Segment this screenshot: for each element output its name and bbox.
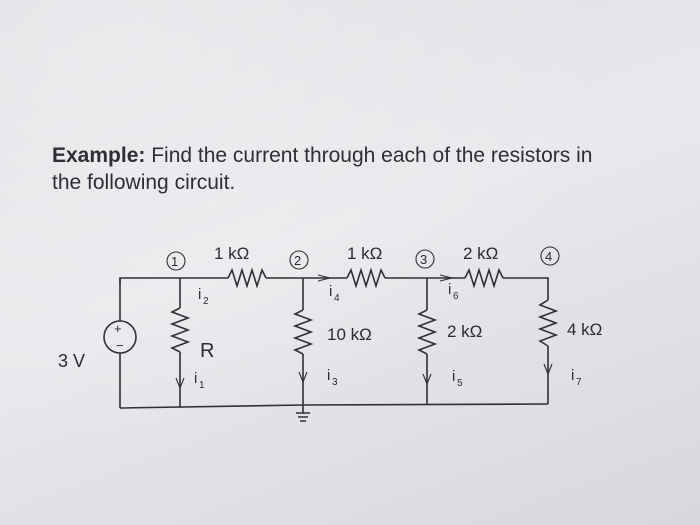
bottom-wire bbox=[119, 403, 549, 409]
current-i7-label: i 7 bbox=[571, 367, 582, 388]
resistor-series-3 bbox=[464, 267, 504, 289]
svg-text:i: i bbox=[329, 283, 332, 300]
current-i3-label: i 3 bbox=[327, 367, 338, 388]
arrow-i4-icon bbox=[317, 274, 331, 282]
current-i4-label: i 4 bbox=[329, 283, 340, 304]
node-1-marker: 1 bbox=[166, 251, 186, 271]
problem-text-1: Find the current through each of the res… bbox=[151, 144, 593, 167]
source-plus: + bbox=[114, 321, 122, 336]
resistor-shunt-4k bbox=[537, 299, 559, 347]
node-4-label: 4 bbox=[545, 249, 552, 264]
arrow-i7-icon bbox=[543, 363, 553, 376]
resistor-shunt-r bbox=[169, 307, 191, 353]
svg-text:i: i bbox=[194, 370, 197, 387]
resistor-series-2 bbox=[346, 267, 386, 289]
top-wire-left bbox=[119, 277, 228, 282]
resistor-4k-label: 4 kΩ bbox=[567, 320, 602, 339]
svg-text:7: 7 bbox=[576, 377, 582, 388]
resistor-series-1 bbox=[227, 267, 267, 289]
arrow-i3-icon bbox=[298, 371, 308, 384]
svg-text:1: 1 bbox=[199, 380, 205, 391]
current-i5-label: i 5 bbox=[452, 368, 463, 389]
svg-text:3: 3 bbox=[332, 377, 338, 388]
svg-text:i: i bbox=[571, 367, 574, 384]
ground-icon bbox=[296, 412, 310, 422]
svg-text:i: i bbox=[327, 367, 330, 384]
problem-statement: Example: Find the current through each o… bbox=[52, 142, 672, 196]
resistor-shunt-10k bbox=[292, 309, 314, 355]
resistor-series-3-label: 2 kΩ bbox=[463, 244, 498, 263]
resistor-10k-label: 10 kΩ bbox=[327, 325, 372, 344]
arrow-i5-icon bbox=[422, 373, 432, 386]
svg-text:i: i bbox=[448, 281, 451, 298]
node-3-label: 3 bbox=[420, 252, 427, 267]
node-4-marker: 4 bbox=[540, 246, 560, 266]
current-i1-label: i 1 bbox=[194, 370, 205, 391]
source-minus: − bbox=[116, 338, 124, 353]
current-i6-label: i 6 bbox=[448, 281, 459, 302]
arrow-i6-icon bbox=[439, 274, 453, 282]
svg-text:2: 2 bbox=[203, 296, 209, 307]
resistor-r-label: R bbox=[200, 340, 214, 362]
resistor-series-1-label: 1 kΩ bbox=[214, 244, 249, 263]
resistor-shunt-2k bbox=[416, 309, 438, 355]
node-2-label: 2 bbox=[294, 253, 301, 268]
node-1-label: 1 bbox=[171, 254, 178, 269]
node-3-marker: 3 bbox=[415, 249, 435, 269]
example-label: Example: bbox=[52, 144, 146, 167]
svg-text:4: 4 bbox=[334, 293, 340, 304]
svg-text:6: 6 bbox=[453, 291, 459, 302]
source-label: 3 V bbox=[58, 351, 85, 371]
svg-text:i: i bbox=[198, 286, 201, 303]
problem-line-2: the following circuit. bbox=[52, 171, 236, 194]
top-wire-3-4 bbox=[503, 277, 549, 300]
svg-text:i: i bbox=[452, 368, 455, 385]
resistor-series-2-label: 1 kΩ bbox=[347, 244, 382, 263]
arrow-i1-icon bbox=[175, 377, 185, 390]
current-i2-label: i 2 bbox=[198, 286, 209, 307]
resistor-2k-shunt-label: 2 kΩ bbox=[447, 322, 482, 341]
svg-text:5: 5 bbox=[457, 378, 463, 389]
problem-line-1: Example: Find the current through each o… bbox=[52, 142, 672, 169]
node-2-marker: 2 bbox=[289, 250, 309, 270]
